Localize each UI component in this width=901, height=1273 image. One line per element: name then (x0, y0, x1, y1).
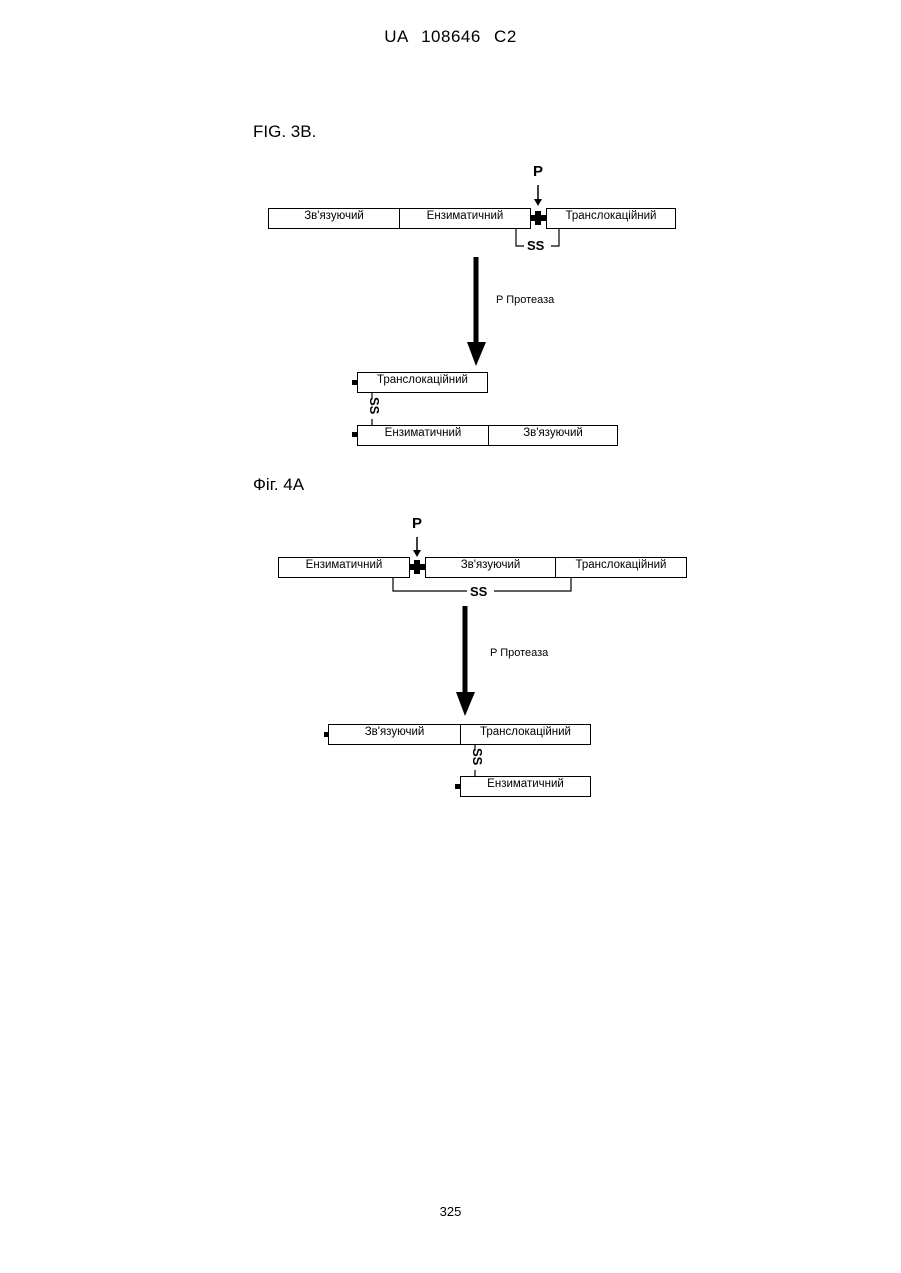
fig3b-p-arrow (534, 185, 542, 206)
fig3b-cleavage-site (531, 211, 546, 225)
fig3b-result-bottom-terminus (352, 432, 357, 437)
fig4a-process-arrow (456, 606, 475, 716)
fig4a-ss-bracket (393, 578, 467, 591)
fig3b-ss-bracket (516, 229, 524, 246)
fig3b-process-arrow (467, 257, 486, 366)
fig3b-result-top-terminus (352, 380, 357, 385)
fig4a-result-bottom-terminus (455, 784, 460, 789)
page-number: 325 (0, 1204, 901, 1219)
fig4a-p-arrow (413, 537, 421, 557)
fig4a-result-top-terminus (324, 732, 329, 737)
fig4a-cleavage-site (410, 560, 425, 574)
